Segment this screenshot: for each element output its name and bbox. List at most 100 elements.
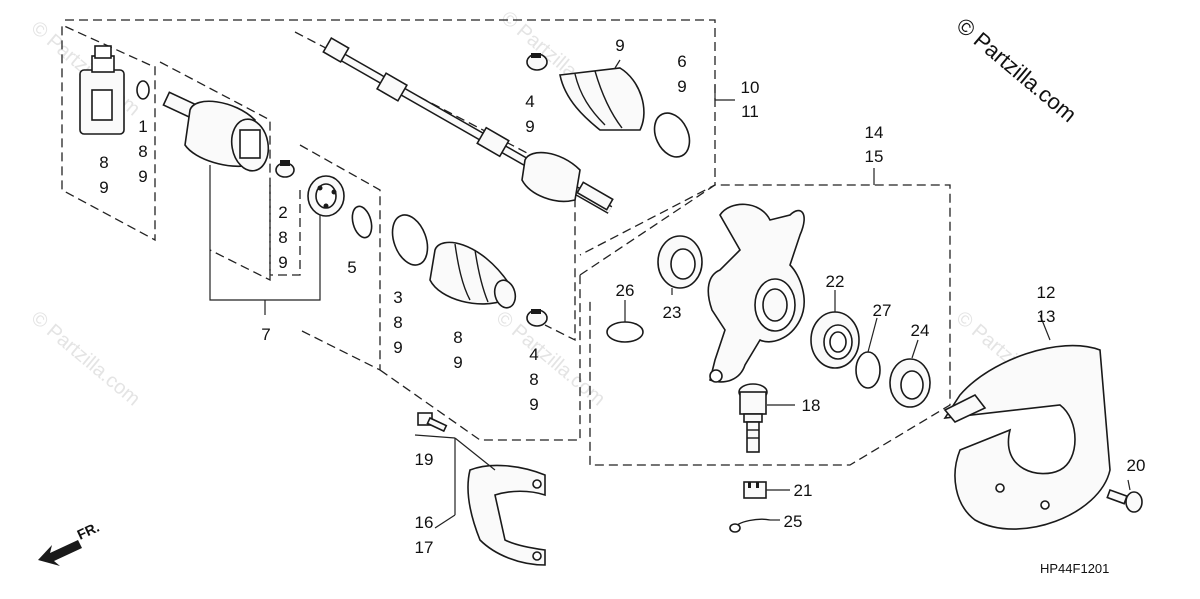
boot-clamp-lower-icon [526, 309, 548, 327]
screw-20-icon [1106, 488, 1143, 513]
callout-text: 8 [529, 370, 538, 389]
watermark-group: © Partzilla.com © Partzilla.com © Partzi… [27, 7, 1069, 410]
callout-12-13: 12 13 [1037, 283, 1056, 326]
callout-text: 9 [138, 167, 147, 186]
oil-seal-24-icon [889, 358, 931, 408]
ball-joint-18-icon [738, 383, 768, 453]
callout-text: 15 [865, 147, 884, 166]
callout-text: 21 [794, 481, 813, 500]
boot-band-6-icon [653, 112, 691, 158]
callout-text: 19 [415, 450, 434, 469]
castle-nut-21-icon [743, 481, 767, 499]
cv-bearing-icon [307, 175, 345, 217]
callout-text: 9 [453, 353, 462, 372]
callout-22: 22 [826, 272, 845, 291]
bolt-19-icon [417, 412, 448, 433]
callout-9: 9 [615, 36, 624, 55]
group-outline-shaft [65, 19, 716, 256]
callout-text: 9 [278, 253, 287, 272]
callout-text: 9 [99, 178, 108, 197]
circlip-27-icon [855, 351, 881, 389]
callout-14-15: 14 15 [865, 123, 884, 166]
outer-cv-joint-icon [162, 91, 270, 172]
callout-6: 6 9 [677, 52, 686, 96]
callout-2: 2 8 9 [278, 203, 287, 272]
callout-24: 24 [911, 321, 930, 340]
callout-text: 5 [347, 258, 356, 277]
callout-23: 23 [663, 303, 682, 322]
callout-text: 8 [393, 313, 402, 332]
callout-text: 13 [1037, 307, 1056, 326]
callout-text: 12 [1037, 283, 1056, 302]
callout-text: 4 [529, 345, 538, 364]
oil-seal-23-icon [657, 235, 703, 289]
callout-4-top: 4 9 [525, 92, 534, 136]
callout-text: 8 [99, 153, 108, 172]
group-outline-boot [379, 275, 581, 441]
callout-text: 1 [138, 117, 147, 136]
disc-cover-12-13-icon [943, 344, 1111, 530]
callout-text: 20 [1127, 456, 1146, 475]
callout-text: 26 [616, 281, 635, 300]
callout-text: 8 [278, 228, 287, 247]
callout-25: 25 [784, 512, 803, 531]
cotter-pin-25-icon [729, 518, 771, 533]
callout-8-9-boot: 8 9 [453, 328, 462, 372]
bracket-7 [209, 165, 321, 301]
wheel-bearing-22-icon [810, 311, 860, 369]
boot-clamp-top-icon [526, 53, 548, 71]
callout-19: 19 [415, 450, 434, 469]
snap-ring-icon [136, 80, 150, 100]
callout-text: 3 [393, 288, 402, 307]
outer-boot-icon [559, 67, 645, 131]
callout-text: 4 [525, 92, 534, 111]
watermark: © Partzilla.com [492, 307, 609, 410]
leader-lines [414, 59, 1131, 529]
grease-bottle-icon [79, 45, 125, 135]
front-direction-arrow-icon: FR. [38, 519, 102, 566]
drive-shaft-icon [322, 36, 614, 214]
group-outline-oil [61, 23, 156, 242]
circlip-5-icon [351, 205, 373, 239]
callout-text: 9 [393, 338, 402, 357]
group-outline-clamp-2 [269, 185, 301, 276]
direction-label: FR. [75, 519, 102, 543]
callout-text: 2 [278, 203, 287, 222]
callout-text: 11 [741, 102, 759, 121]
callout-text: 14 [865, 123, 884, 142]
callout-text: 17 [415, 538, 434, 557]
callout-text: 8 [453, 328, 462, 347]
callout-text: 16 [415, 513, 434, 532]
callout-text: 6 [677, 52, 686, 71]
boot-band-3-icon [391, 214, 429, 266]
callout-3: 3 8 9 [393, 288, 402, 357]
callout-4-lower: 4 8 9 [529, 345, 538, 414]
callout-18: 18 [802, 396, 821, 415]
copyright-label: © Partzilla.com [952, 13, 1082, 127]
clamp-2-icon [275, 160, 295, 178]
callout-10-11: 10 11 [741, 78, 760, 121]
circlip-26-icon [606, 321, 644, 343]
arm-guard-16-17-icon [467, 464, 546, 566]
callout-text: 8 [138, 142, 147, 161]
group-outline-inner-joint [299, 144, 381, 372]
callout-text: 23 [663, 303, 682, 322]
bracket-10-11 [714, 85, 735, 101]
callout-20: 20 [1127, 456, 1146, 475]
callout-text: 24 [911, 321, 930, 340]
callout-1: 1 8 9 [138, 117, 147, 186]
group-outline-knuckle [579, 184, 951, 466]
callout-text: 27 [873, 301, 892, 320]
callout-5: 5 [347, 258, 356, 277]
callout-16-17: 16 17 [415, 513, 434, 557]
callout-text: 10 [741, 78, 760, 97]
callout-text: 9 [677, 77, 686, 96]
steering-knuckle-icon [707, 203, 805, 383]
inner-boot-icon [429, 241, 517, 309]
callout-7: 7 [261, 325, 270, 344]
callout-8-9-oil: 8 9 [99, 153, 108, 197]
callout-text: 9 [615, 36, 624, 55]
callout-text: 18 [802, 396, 821, 415]
callout-21: 21 [794, 481, 813, 500]
